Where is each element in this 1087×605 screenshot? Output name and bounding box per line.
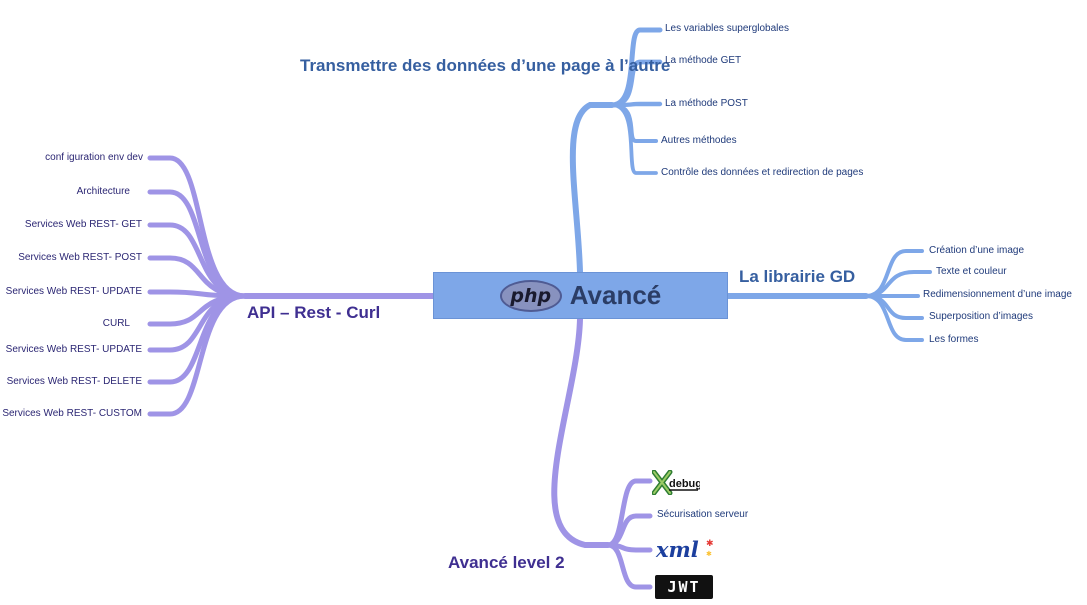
leaf-creation-image[interactable]: Création d’une image (929, 245, 1025, 256)
central-node-title: Avancé (569, 280, 662, 310)
php-logo-text: php (510, 284, 552, 307)
php-logo-icon: php (499, 279, 562, 312)
central-node[interactable]: php Avancé (433, 272, 728, 319)
leaf-methode-post[interactable]: La méthode POST (665, 98, 748, 109)
leaf-rest-update-2[interactable]: Services Web REST- UPDATE (5, 344, 142, 355)
leaf-architecture[interactable]: Architecture (76, 186, 130, 197)
jwt-logo-icon[interactable]: JWT (655, 575, 713, 599)
leaf-controle-donnees[interactable]: Contrôle des données et redirection de p… (661, 167, 864, 178)
leaf-superposition[interactable]: Superposition d’images (929, 311, 1033, 322)
branch-api-label[interactable]: API – Rest - Curl (247, 303, 381, 322)
xml-logo-icon[interactable]: xml ✱ ✱ (655, 537, 717, 563)
branch-librairie-gd-label[interactable]: La librairie GD (739, 267, 856, 286)
leaf-methode-get[interactable]: La méthode GET (665, 55, 742, 66)
leaf-superglobales[interactable]: Les variables superglobales (665, 23, 789, 34)
jwt-text: JWT (667, 578, 701, 596)
leaf-texte-couleur[interactable]: Texte et couleur (936, 266, 1007, 277)
leaf-autres-methodes[interactable]: Autres méthodes (661, 135, 737, 146)
leaf-rest-custom[interactable]: Services Web REST- CUSTOM (2, 408, 142, 419)
connector-level2-trunk (551, 316, 611, 548)
xdebug-text: debug (669, 478, 700, 490)
connector-level2-leaf (605, 513, 653, 548)
connector-transmettre-leaf (610, 103, 658, 175)
xml-text: xml (655, 537, 699, 562)
connector-transmettre-trunk (569, 102, 615, 275)
leaf-redimensionnement[interactable]: Redimensionnement d’une image (923, 289, 1072, 300)
leaf-rest-get[interactable]: Services Web REST- GET (24, 219, 142, 230)
leaf-rest-post[interactable]: Services Web REST- POST (18, 252, 142, 263)
leaf-les-formes[interactable]: Les formes (929, 334, 979, 345)
svg-text:✱: ✱ (706, 539, 714, 549)
connector-gd-leaf (864, 294, 924, 342)
connector-transmettre-leaf (609, 102, 659, 144)
connector-level2-leaf (605, 478, 653, 548)
connector-level2-leaf (605, 542, 653, 590)
branch-transmettre-label[interactable]: Transmettre des données d’une page à l’a… (300, 55, 670, 77)
connector-api-leaf (147, 293, 248, 417)
svg-text:✱: ✱ (706, 550, 712, 558)
branch-transmettre-text: Transmettre des données d’une page à l’a… (300, 56, 671, 75)
branch-level2-label[interactable]: Avancé level 2 (448, 553, 565, 572)
xdebug-logo-icon[interactable]: debug (652, 470, 700, 495)
leaf-securisation-serveur[interactable]: Sécurisation serveur (657, 509, 749, 520)
leaf-rest-update-1[interactable]: Services Web REST- UPDATE (5, 286, 142, 297)
leaf-rest-delete[interactable]: Services Web REST- DELETE (6, 376, 142, 387)
leaf-curl[interactable]: CURL (102, 318, 130, 329)
leaf-config-env[interactable]: conf iguration env dev (45, 152, 143, 163)
